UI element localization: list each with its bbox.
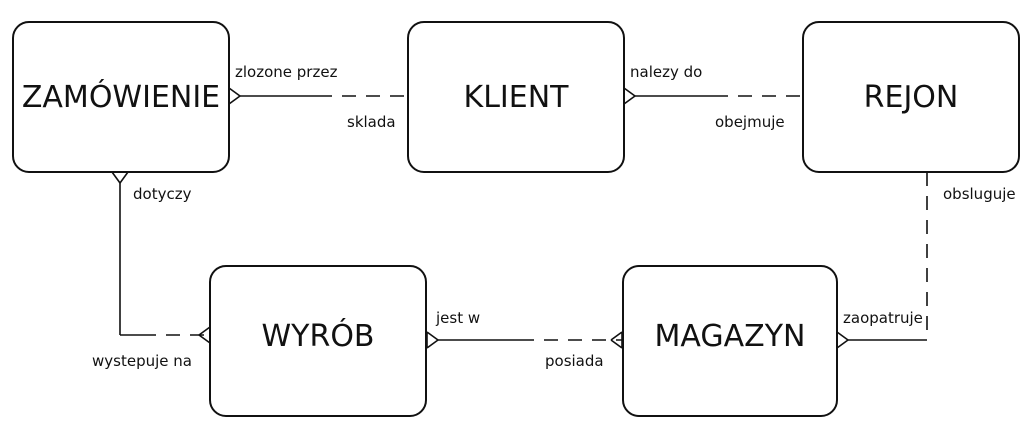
crowfoot-many-icon (426, 331, 439, 349)
entity-magazyn: MAGAZYN (622, 265, 838, 417)
rel-label-wystepuje-na: wystepuje na (92, 352, 192, 370)
rel-label-nalezy-do: nalezy do (630, 63, 702, 81)
crowfoot-many-icon (836, 331, 849, 349)
crowfoot-many-icon (623, 87, 636, 105)
rel-label-sklada: sklada (347, 113, 396, 131)
entity-klient: KLIENT (407, 21, 625, 173)
entity-wyrob: WYRÓB (209, 265, 427, 417)
entity-label: REJON (864, 80, 959, 115)
crowfoot-many-icon (228, 87, 241, 105)
entity-label: MAGAZYN (655, 319, 806, 354)
rel-label-obejmuje: obejmuje (715, 113, 785, 131)
entity-label: KLIENT (464, 80, 570, 115)
rel-label-posiada: posiada (545, 352, 604, 370)
rel-label-jest-w: jest w (435, 309, 480, 327)
rel-label-obsluguje: obsluguje (943, 185, 1016, 203)
relationship-wyrob-magazyn (426, 331, 623, 349)
rel-label-zaopatruje: zaopatruje (843, 309, 923, 327)
entity-label: ZAMÓWIENIE (22, 78, 220, 115)
entity-zamowienie: ZAMÓWIENIE (12, 21, 230, 173)
relationship-klient-rejon (623, 87, 803, 105)
entity-label: WYRÓB (261, 317, 374, 354)
crowfoot-many-icon (111, 171, 129, 184)
rel-label-zlozone-przez: zlozone przez (235, 63, 338, 81)
relationship-zamowienie-klient (228, 87, 408, 105)
entity-rejon: REJON (802, 21, 1020, 173)
rel-label-dotyczy: dotyczy (133, 185, 192, 203)
